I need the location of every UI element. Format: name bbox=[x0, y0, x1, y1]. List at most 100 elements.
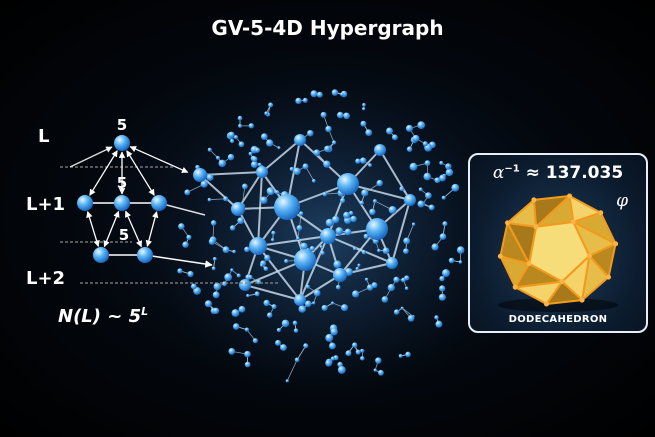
vertex bbox=[497, 253, 503, 259]
graph-node bbox=[352, 290, 360, 298]
level-tree bbox=[60, 135, 280, 284]
edge bbox=[286, 359, 298, 382]
graph-node bbox=[399, 186, 405, 192]
graph-node bbox=[321, 304, 328, 311]
graph-node bbox=[439, 285, 446, 292]
graph-node bbox=[309, 246, 315, 252]
graph-node bbox=[186, 234, 192, 240]
graph-node bbox=[230, 268, 234, 272]
graph-node bbox=[418, 187, 423, 192]
hub-node bbox=[366, 218, 388, 240]
hub-node bbox=[239, 279, 251, 291]
graph-node bbox=[307, 129, 314, 137]
graph-node bbox=[303, 343, 309, 349]
graph-node bbox=[228, 131, 235, 138]
graph-node bbox=[340, 198, 346, 204]
graph-node bbox=[276, 327, 281, 333]
hub-edge bbox=[391, 199, 411, 264]
level-label-l: L bbox=[38, 126, 50, 147]
graph-node bbox=[323, 160, 331, 168]
graph-node bbox=[254, 147, 260, 153]
graph-node bbox=[376, 179, 383, 187]
graph-node bbox=[296, 225, 303, 231]
graph-node bbox=[442, 221, 448, 227]
graph-node bbox=[412, 134, 420, 142]
graph-node bbox=[431, 243, 439, 251]
hub-node bbox=[404, 194, 416, 206]
graph-node bbox=[223, 196, 229, 202]
hub-node bbox=[193, 168, 207, 182]
tree-node bbox=[114, 135, 130, 151]
hub-edge bbox=[299, 274, 341, 301]
graph-node bbox=[182, 241, 189, 248]
arrow bbox=[86, 210, 100, 248]
graph-node bbox=[353, 246, 357, 251]
graph-node bbox=[275, 339, 281, 346]
graph-node bbox=[206, 174, 214, 181]
graph-node bbox=[236, 273, 241, 278]
growth-formula: N(L) ~ 5L bbox=[58, 305, 149, 327]
graph-node bbox=[377, 248, 381, 253]
graph-node bbox=[250, 160, 258, 169]
tree-node bbox=[93, 247, 109, 263]
tree-node bbox=[77, 195, 93, 211]
graph-node bbox=[439, 275, 445, 282]
graph-node bbox=[208, 238, 216, 245]
dodecahedron-card: α−1 ≈ 137.035 φ DODECAHEDRON bbox=[468, 153, 648, 333]
graph-node bbox=[386, 127, 393, 135]
graph-node bbox=[244, 350, 251, 358]
graph-node bbox=[341, 304, 349, 312]
graph-node bbox=[325, 218, 334, 227]
graph-node bbox=[441, 195, 446, 200]
graph-node bbox=[254, 291, 260, 297]
vertex bbox=[533, 224, 539, 230]
graph-node bbox=[237, 217, 245, 225]
graph-node bbox=[361, 250, 367, 255]
graph-node bbox=[313, 289, 321, 297]
graph-node bbox=[263, 266, 269, 272]
graph-node bbox=[212, 307, 220, 315]
graph-node bbox=[224, 273, 233, 282]
hub-node bbox=[249, 237, 267, 255]
graph-node bbox=[302, 163, 309, 170]
hub-node bbox=[231, 202, 245, 216]
graph-node bbox=[330, 356, 335, 361]
graph-node bbox=[324, 145, 331, 153]
graph-node bbox=[244, 361, 251, 368]
tree-node bbox=[151, 195, 167, 211]
hub-node bbox=[294, 134, 306, 146]
dodecahedron-icon bbox=[497, 193, 619, 312]
graph-node bbox=[296, 236, 300, 241]
graph-node bbox=[335, 227, 344, 235]
graph-node bbox=[388, 206, 397, 214]
graph-node bbox=[391, 134, 398, 141]
vertex bbox=[559, 279, 565, 285]
graph-node bbox=[403, 237, 411, 245]
graph-node bbox=[238, 305, 246, 313]
graph-node bbox=[439, 233, 447, 240]
vertex bbox=[543, 301, 549, 307]
graph-node bbox=[331, 215, 340, 224]
graph-node bbox=[289, 166, 294, 172]
graph-node bbox=[325, 333, 334, 342]
graph-node bbox=[438, 293, 446, 301]
graph-node bbox=[257, 162, 262, 167]
graph-node bbox=[238, 123, 242, 128]
graph-node bbox=[348, 210, 354, 216]
branch-label: 5 bbox=[116, 116, 128, 134]
graph-node bbox=[242, 183, 248, 190]
graph-node bbox=[441, 269, 450, 278]
arrow bbox=[103, 210, 120, 248]
hub-edge bbox=[257, 171, 263, 247]
vertex bbox=[598, 210, 604, 216]
hub-node bbox=[333, 268, 347, 282]
graph-node bbox=[428, 204, 435, 211]
graph-node bbox=[293, 328, 299, 333]
graph-node bbox=[304, 300, 312, 308]
graph-node bbox=[360, 348, 364, 353]
graph-node bbox=[359, 157, 367, 164]
graph-node bbox=[271, 230, 276, 235]
graph-node bbox=[211, 266, 216, 271]
graph-node bbox=[248, 151, 253, 156]
graph-node bbox=[439, 160, 444, 165]
